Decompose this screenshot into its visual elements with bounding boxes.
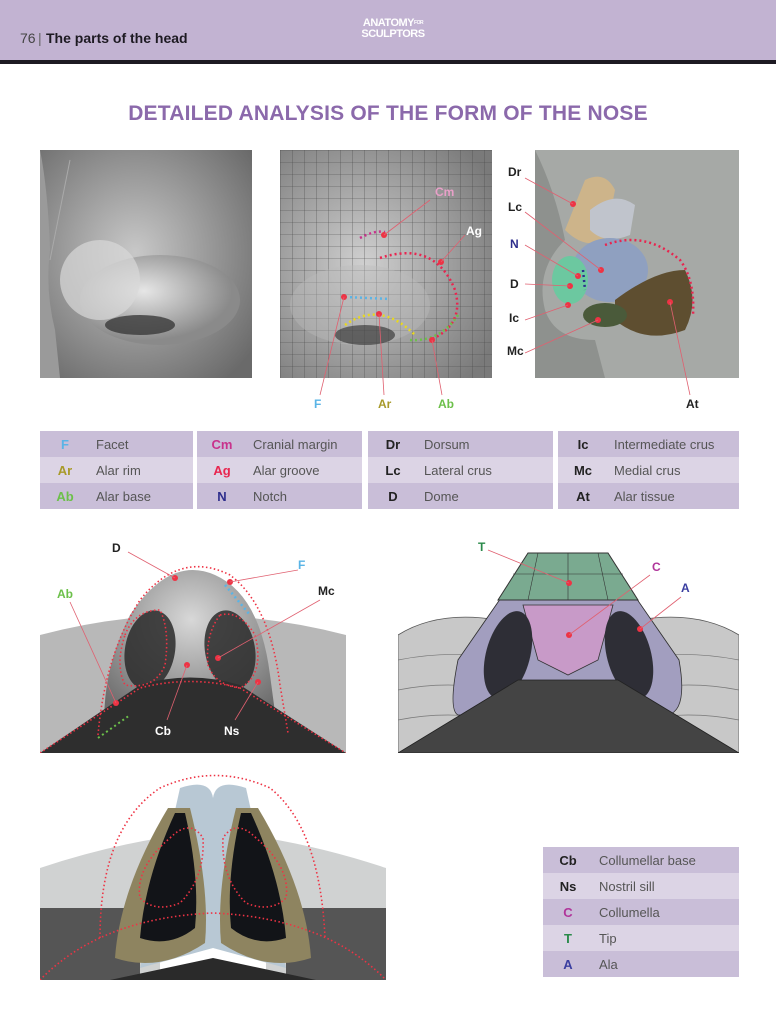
label-mc-bottom: Mc (318, 584, 335, 598)
legend-abbr: T (543, 925, 593, 951)
figure4-leader-lines (487, 549, 682, 636)
figure1-leader-lines (319, 296, 443, 396)
legend-abbr: A (543, 951, 593, 977)
label-cm: Cm (435, 185, 455, 199)
legend-abbr: Dr (368, 431, 418, 457)
legend-abbr: Ic (558, 431, 608, 457)
header-separator: | (38, 30, 42, 46)
label-d-bottom: D (112, 541, 121, 555)
label-n: N (510, 237, 519, 251)
legend-term: Lateral crus (418, 457, 553, 483)
logo-for: FOR (414, 20, 424, 26)
nose-wireframe (280, 150, 492, 378)
legend-term: Notch (247, 483, 362, 509)
page-header: 76 | The parts of the head ANATOMYFOR SC… (0, 0, 776, 60)
nose-cartilage-render (535, 150, 739, 378)
legend-term: Tip (593, 925, 739, 951)
label-at: At (686, 397, 699, 411)
nose-schematic-underside (398, 540, 739, 753)
legend-term: Dorsum (418, 431, 553, 457)
legend-term: Alar groove (247, 457, 362, 483)
legend-abbr: At (558, 483, 608, 509)
legend-term: Medial crus (608, 457, 739, 483)
label-lc: Lc (508, 200, 523, 214)
label-ns: Ns (224, 724, 240, 738)
label-d: D (510, 277, 519, 291)
legend-term: Alar tissue (608, 483, 739, 509)
nose-underside-render (40, 555, 346, 753)
legend-abbr: Mc (558, 457, 608, 483)
legend-term: Alar base (90, 483, 193, 509)
label-f: F (314, 397, 322, 411)
legend-abbr: Ns (543, 873, 593, 899)
label-a: A (681, 581, 690, 595)
legend-abbr: Ag (197, 457, 247, 483)
figure2-leader-lines (524, 177, 691, 396)
legend-abbr: Ar (40, 457, 90, 483)
page-title: DETAILED ANALYSIS OF THE FORM OF THE NOS… (128, 102, 648, 125)
legend-term: Nostril sill (593, 873, 739, 899)
figure3-leader-lines (69, 551, 321, 721)
legend-abbr: D (368, 483, 418, 509)
label-cb: Cb (155, 724, 171, 738)
legend-term: Alar rim (90, 457, 193, 483)
label-mc: Mc (507, 344, 524, 358)
legend-term: Facet (90, 431, 193, 457)
legend-abbr: F (40, 431, 90, 457)
label-ab-bottom: Ab (57, 587, 73, 601)
legend-abbr: Cb (543, 847, 593, 873)
legend-abbr: N (197, 483, 247, 509)
legend-abbr: Lc (368, 457, 418, 483)
logo-line2: SCULPTORS (361, 28, 425, 40)
legend-term: Ala (593, 951, 739, 977)
label-ab: Ab (438, 397, 454, 411)
nose-alar-tissue-render (40, 768, 386, 980)
legend-term: Dome (418, 483, 553, 509)
label-ag: Ag (466, 224, 482, 238)
legend-term: Collumella (593, 899, 739, 925)
header-rule (0, 60, 776, 64)
label-ar: Ar (378, 397, 392, 411)
legend-abbr: Ab (40, 483, 90, 509)
legend-abbr: C (543, 899, 593, 925)
page-number: 76 (20, 30, 36, 46)
logo-line1: ANATOMY (362, 17, 415, 29)
label-t: T (478, 540, 486, 554)
legend-term: Cranial margin (247, 431, 362, 457)
legend-abbr: Cm (197, 431, 247, 457)
label-dr: Dr (508, 165, 522, 179)
legend-term: Collumellar base (593, 847, 739, 873)
book-logo: ANATOMYFOR SCULPTORS (348, 18, 438, 40)
label-c: C (652, 560, 661, 574)
legend-term: Intermediate crus (608, 431, 739, 457)
label-ic: Ic (509, 311, 520, 325)
section-title: The parts of the head (46, 30, 188, 46)
label-f-bottom: F (298, 558, 306, 572)
nose-render-plain (40, 150, 252, 378)
